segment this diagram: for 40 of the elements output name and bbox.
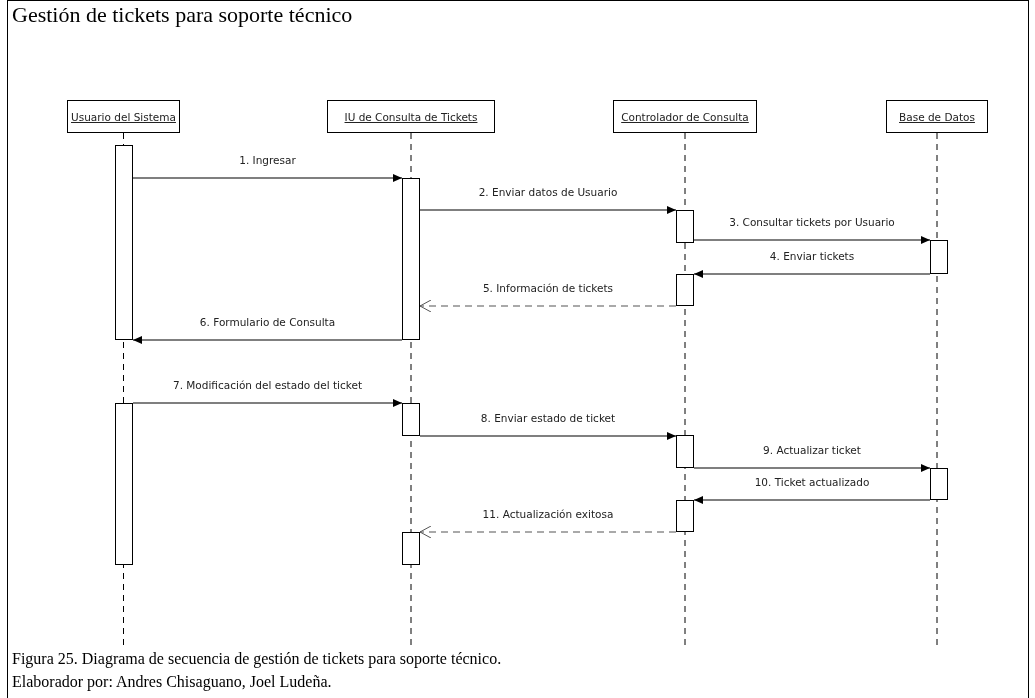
- diagram-title: Gestión de tickets para soporte técnico: [12, 2, 353, 28]
- message-label: 5. Información de tickets: [480, 282, 616, 294]
- activation-bar: [676, 274, 694, 306]
- activation-bar: [676, 210, 694, 243]
- activation-bar: [402, 178, 420, 340]
- message-arrow: [419, 206, 677, 214]
- participant-box: IU de Consulta de Tickets: [327, 100, 495, 133]
- activation-bar: [402, 403, 420, 436]
- message-arrow: [693, 464, 931, 472]
- message-arrow: [132, 336, 403, 344]
- message-label: 10. Ticket actualizado: [752, 476, 872, 488]
- message-label: 9. Actualizar ticket: [761, 444, 863, 456]
- message-label: 4. Enviar tickets: [767, 250, 857, 262]
- message-label: 2. Enviar datos de Usuario: [476, 186, 620, 198]
- message-label: 8. Enviar estado de ticket: [478, 412, 618, 424]
- activation-bar: [402, 532, 420, 565]
- message-arrow: [693, 270, 931, 278]
- message-label: 3. Consultar tickets por Usuario: [727, 216, 897, 228]
- figure-caption: Figura 25. Diagrama de secuencia de gestión de tickets para soporte técnico.: [12, 650, 502, 668]
- credit-note: Elaborador por: Andres Chisaguano, Joel Ludeña.: [12, 673, 332, 691]
- return-message-arrow: [419, 299, 677, 313]
- message-arrow: [419, 432, 677, 440]
- message-arrow: [693, 496, 931, 504]
- activation-bar: [115, 145, 133, 340]
- activation-bar: [115, 403, 133, 565]
- message-arrow: [693, 236, 931, 244]
- message-label: 6. Formulario de Consulta: [197, 316, 338, 328]
- participant-box: Base de Datos: [886, 100, 988, 133]
- message-label: 11. Actualización exitosa: [480, 508, 616, 520]
- participant-box: Controlador de Consulta: [613, 100, 757, 133]
- message-arrow: [132, 399, 403, 407]
- activation-bar: [676, 435, 694, 468]
- participant-box: Usuario del Sistema: [67, 100, 180, 133]
- message-arrow: [132, 174, 403, 182]
- activation-bar: [676, 500, 694, 532]
- activation-bar: [930, 468, 948, 500]
- message-label: 1. Ingresar: [237, 154, 298, 166]
- return-message-arrow: [419, 525, 677, 539]
- message-label: 7. Modificación del estado del ticket: [170, 379, 365, 391]
- activation-bar: [930, 240, 948, 274]
